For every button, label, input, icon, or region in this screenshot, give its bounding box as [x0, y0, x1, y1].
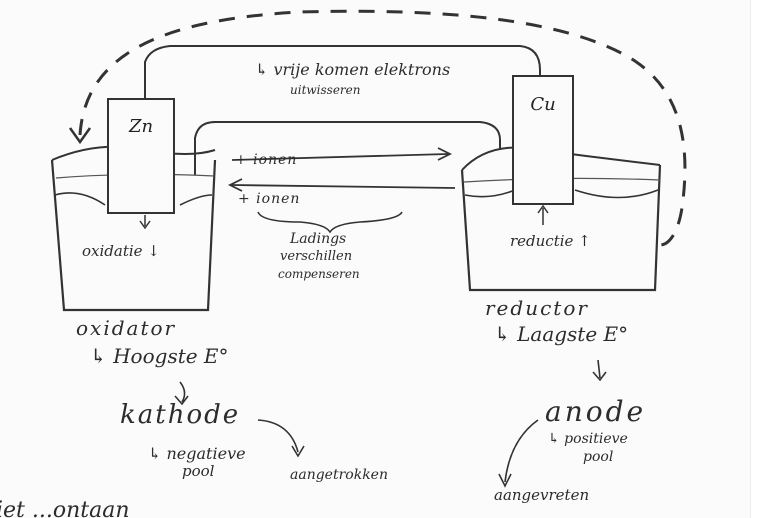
right-potential-label: ↳ Laagste E° [494, 322, 629, 346]
electron-flow-dashed-arrow [78, 9, 687, 247]
note-line1: Ladings [290, 231, 347, 247]
page-edge [750, 0, 773, 518]
zn-down-arrow [139, 215, 151, 230]
zinc-label: Zn [128, 115, 154, 137]
right-reaction-label: reductie ↑ [510, 232, 591, 250]
ion-label-bottom: + ionen [238, 191, 301, 207]
right-curved-arrow [504, 419, 539, 483]
left-electrode-name: kathode [120, 400, 241, 430]
left-agent-label: oxidator [76, 316, 177, 340]
footer-partial-text: iet ...ontaan [0, 498, 130, 518]
copper-electrode: Cu [512, 75, 574, 205]
right-agent-label: reductor [485, 296, 589, 320]
note-line2: verschillen [280, 249, 353, 264]
note-bracket [257, 211, 403, 234]
left-reaction-label: oxidatie ↓ [82, 242, 160, 260]
right-down-arrow [592, 359, 607, 382]
right-electrode-name: anode [545, 395, 647, 428]
right-note-label: aangevreten [494, 486, 590, 504]
ion-arrow-right [231, 153, 449, 161]
ion-arrow-right-head [437, 147, 453, 161]
ion-arrow-left-head [227, 178, 243, 192]
right-pole-label2: pool [583, 449, 614, 465]
ion-arrow-left [231, 184, 456, 189]
electron-flow-arrowhead [68, 127, 92, 145]
zinc-electrode: Zn [107, 98, 175, 214]
left-curved-arrow [257, 419, 299, 453]
right-beaker-outline [460, 164, 662, 292]
right-curved-arrowhead [498, 473, 512, 488]
wire-label-line1: ↳ vrije komen elektrons [255, 60, 451, 79]
note-line3: compenseren [278, 267, 360, 281]
left-liquid-surface [54, 192, 213, 206]
right-pole-label: ↳ positieve [548, 431, 628, 447]
copper-label: Cu [530, 93, 556, 115]
left-note-label: aangetrokken [290, 467, 388, 483]
cu-up-arrow [537, 204, 549, 225]
ion-label-top: + ionen [235, 152, 298, 168]
left-curved-arrowhead [291, 445, 305, 458]
left-potential-label: ↳ Hoogste E° [90, 344, 229, 368]
left-pole-label: ↳ negatieve [148, 444, 246, 463]
external-wire [144, 45, 541, 100]
left-down-arrow [174, 381, 189, 406]
right-liquid-surface [464, 189, 659, 199]
wire-label-line2: uitwisseren [290, 83, 361, 97]
left-beaker-outline [50, 159, 217, 312]
left-pole-label2: pool [182, 462, 215, 480]
salt-bridge [194, 121, 501, 175]
